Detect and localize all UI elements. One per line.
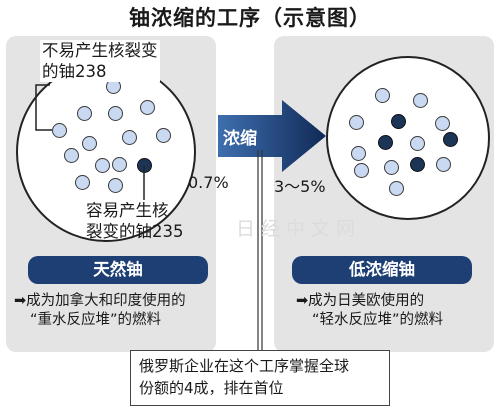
u235-particle bbox=[443, 132, 458, 147]
low-enriched-uranium-note-line2: “轻水反应堆”的燃料 bbox=[312, 312, 444, 328]
u238-particle bbox=[112, 157, 127, 172]
enrichment-arrow bbox=[218, 100, 326, 172]
u238-particle bbox=[108, 178, 123, 193]
u235-particle bbox=[391, 114, 406, 129]
u238-particle bbox=[351, 146, 366, 161]
u238-particle bbox=[389, 181, 404, 196]
u238-particle bbox=[77, 106, 92, 121]
diagram-title: 铀浓缩的工序（示意图） bbox=[129, 6, 371, 30]
u238-particle bbox=[349, 115, 364, 130]
low-enriched-uranium-note-line1: ➡成为日美欧使用的 bbox=[296, 293, 425, 309]
u235-particle bbox=[378, 135, 393, 150]
u238-particle bbox=[410, 136, 425, 151]
u238-particle bbox=[375, 88, 390, 103]
enrichment-arrow-label: 浓缩 bbox=[223, 129, 257, 149]
low-enriched-uranium-usage-note: ➡成为日美欧使用的 “轻水反应堆”的燃料 bbox=[296, 292, 443, 330]
u238-particle bbox=[156, 128, 171, 143]
u235-label: 容易产生核 裂变的铀235 bbox=[86, 200, 184, 242]
u235-label-line2: 裂变的铀235 bbox=[86, 222, 184, 241]
u238-particle bbox=[75, 175, 90, 190]
u238-particle bbox=[108, 106, 123, 121]
u238-particle bbox=[95, 158, 110, 173]
watermark: 日经中文网 bbox=[236, 218, 362, 240]
u238-particle bbox=[435, 116, 450, 131]
natural-uranium-note-line2: “重水反应堆”的燃料 bbox=[30, 312, 162, 328]
u238-leader-line bbox=[35, 84, 52, 131]
u238-particle bbox=[140, 100, 155, 115]
enriched-uranium-circle bbox=[326, 56, 490, 220]
u238-label: 不易产生核裂变 的铀238 bbox=[40, 40, 160, 82]
natural-u235-percent: 0.7% bbox=[188, 173, 229, 192]
natural-uranium-usage-note: ➡成为加拿大和印度使用的 “重水反应堆”的燃料 bbox=[14, 292, 186, 330]
u238-label-line2: 的铀238 bbox=[42, 62, 107, 81]
low-enriched-uranium-pill: 低浓缩铀 bbox=[292, 256, 472, 284]
callout-line1: 俄罗斯企业在这个工序掌握全球 bbox=[139, 357, 350, 375]
u238-particle bbox=[384, 160, 399, 175]
u238-particle bbox=[122, 130, 137, 145]
u235-label-line1: 容易产生核 bbox=[86, 201, 169, 220]
enriched-u235-percent: 3～5% bbox=[274, 177, 326, 196]
natural-uranium-circle bbox=[16, 62, 196, 242]
u238-particle bbox=[52, 123, 67, 138]
u238-particle bbox=[64, 148, 79, 163]
u235-particle bbox=[410, 157, 425, 172]
u238-label-line1: 不易产生核裂变 bbox=[42, 41, 158, 60]
callout-line2: 份额的4成，排在首位 bbox=[139, 379, 284, 397]
u238-particle bbox=[413, 93, 428, 108]
natural-uranium-note-line1: ➡成为加拿大和印度使用的 bbox=[14, 293, 186, 309]
u238-particle bbox=[354, 163, 369, 178]
u238-particle bbox=[436, 157, 451, 172]
u238-particle bbox=[82, 136, 97, 151]
natural-uranium-pill: 天然铀 bbox=[28, 256, 208, 284]
russia-share-callout: 俄罗斯企业在这个工序掌握全球 份额的4成，排在首位 bbox=[130, 350, 390, 406]
